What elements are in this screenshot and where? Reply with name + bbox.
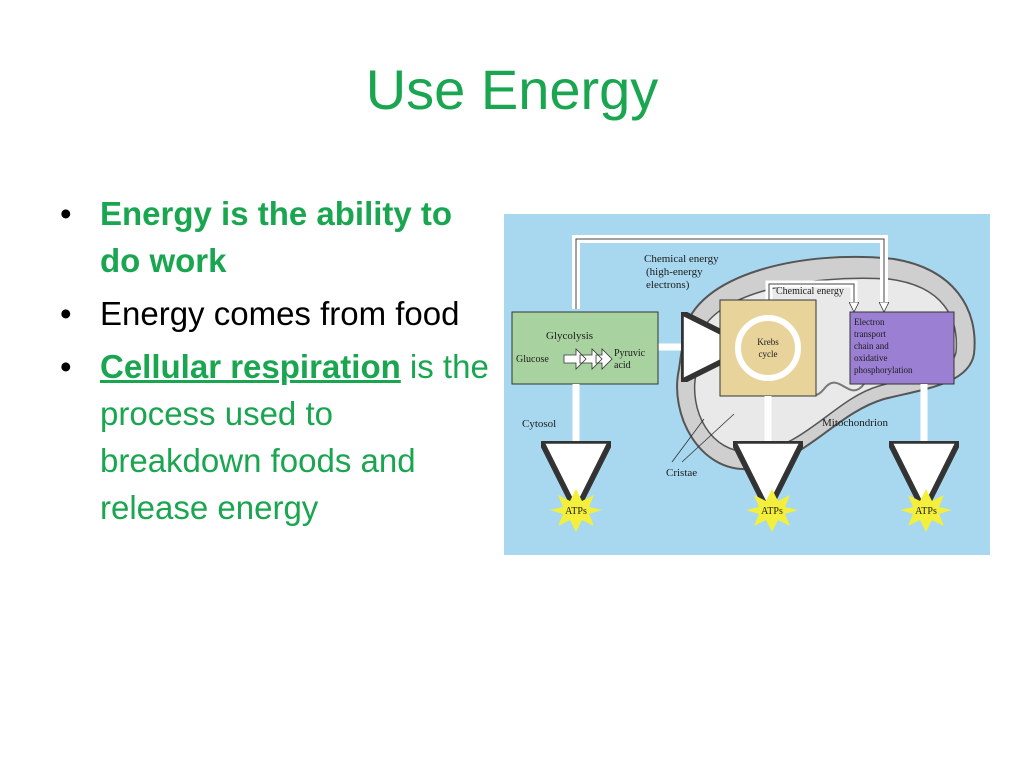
bullet-text-energy-source: Energy comes from food	[100, 295, 460, 332]
label-electrons: electrons)	[646, 279, 690, 291]
bullet-text-energy-definition: Energy is the ability to do work	[100, 195, 453, 279]
etc-box	[849, 311, 955, 385]
cellular-respiration-diagram: Chemical energy (high-energy electrons) …	[504, 214, 990, 555]
krebs-box	[719, 299, 817, 397]
label-cristae: Cristae	[666, 467, 697, 479]
label-pyruvic: Pyruvic	[614, 348, 646, 359]
label-atps-1: ATPs	[565, 506, 587, 517]
label-etc-line-3: chain and	[854, 341, 889, 351]
atp-burst-3	[900, 489, 952, 532]
label-acid: acid	[614, 360, 631, 371]
arrow-chemical-energy-top-outline	[575, 238, 884, 309]
bullet-item: • Cellular respiration is the process us…	[60, 343, 500, 531]
label-glucose: Glucose	[516, 354, 549, 365]
label-atps-2: ATPs	[761, 506, 783, 517]
label-cytosol: Cytosol	[522, 418, 556, 430]
arrow-krebs-to-etc-outline	[768, 283, 854, 307]
label-chemical-energy-high: Chemical energy	[644, 253, 719, 265]
glycolysis-box	[511, 311, 659, 385]
label-high-energy: (high-energy	[646, 266, 703, 278]
bullet-term-cellular-respiration: Cellular respiration	[100, 348, 401, 385]
bullet-dot: •	[60, 295, 72, 332]
glycolysis-chevron-arrows	[563, 348, 613, 370]
label-etc-line-2: transport	[854, 329, 886, 339]
label-etc-line-1: Electron	[854, 317, 885, 327]
label-glycolysis: Glycolysis	[546, 330, 593, 342]
bullet-item: • Energy comes from food	[60, 290, 500, 337]
bullet-item: • Energy is the ability to do work	[60, 190, 500, 284]
label-mitochondrion: Mitochondrion	[822, 417, 888, 429]
bullet-list: • Energy is the ability to do work • Ene…	[60, 190, 500, 537]
cristae-pointer	[671, 413, 735, 463]
bullet-dot: •	[60, 348, 72, 385]
label-krebs: Krebs	[757, 337, 779, 347]
krebs-cycle-arrow	[735, 315, 801, 381]
label-chemical-energy: Chemical energy	[776, 286, 844, 297]
label-cycle: cycle	[759, 349, 778, 359]
atp-burst-2	[746, 489, 798, 532]
bullet-text-respiration-definition: is the process used to breakdown foods a…	[100, 348, 489, 526]
slide-title: Use Energy	[365, 58, 659, 121]
label-etc-line-5: phosphorylation	[854, 365, 913, 375]
label-atps-3: ATPs	[915, 506, 937, 517]
label-etc-line-4: oxidative	[854, 353, 888, 363]
atp-burst-1	[550, 489, 602, 532]
bullet-dot: •	[60, 195, 72, 232]
diagram-svg: Chemical energy (high-energy electrons) …	[504, 214, 990, 555]
